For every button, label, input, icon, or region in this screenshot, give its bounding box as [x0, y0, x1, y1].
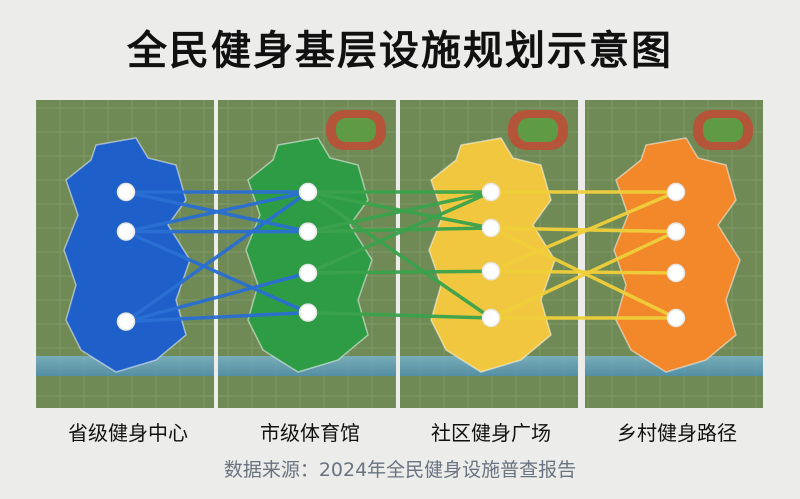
facility-node-2-3 [481, 308, 501, 328]
region-map-2 [428, 137, 556, 373]
panel-label-community: 社区健身广场 [431, 421, 551, 445]
link-line-9 [306, 190, 493, 230]
link-line-10 [306, 190, 493, 320]
link-line-15 [306, 310, 493, 320]
link-line-14 [306, 190, 493, 275]
region-map-0 [63, 137, 191, 373]
panel-label-rural: 乡村健身路径 [617, 421, 737, 445]
facility-nodes [116, 182, 686, 331]
link-line-7 [124, 310, 310, 324]
link-line-5 [124, 190, 310, 324]
link-line-6 [124, 271, 310, 324]
facility-node-0-2 [116, 312, 136, 331]
link-line-21 [489, 229, 678, 320]
facility-node-1-1 [298, 222, 318, 241]
facility-node-3-1 [666, 222, 686, 241]
panel-label-city: 市级体育馆 [260, 421, 360, 445]
facility-node-3-0 [666, 182, 686, 202]
facility-node-2-0 [481, 182, 501, 202]
sports-field-1 [336, 118, 376, 142]
panel-label-provincial: 省级健身中心 [68, 421, 188, 445]
facility-node-3-2 [666, 263, 686, 283]
link-line-19 [489, 190, 678, 273]
region-map-3 [613, 137, 741, 373]
connection-lines [124, 190, 678, 324]
facility-node-1-3 [298, 303, 318, 322]
region-maps [63, 137, 741, 373]
sports-field-2 [518, 118, 558, 142]
sports-field-3 [703, 118, 743, 142]
facility-node-2-2 [481, 261, 501, 281]
facility-node-1-0 [298, 182, 318, 202]
region-map-1 [245, 137, 373, 373]
link-line-4 [124, 229, 310, 315]
link-line-2 [124, 190, 310, 234]
facility-node-2-1 [481, 218, 501, 238]
link-line-11 [306, 226, 493, 234]
source-note: 数据来源：2024年全民健身设施普查报告 [223, 459, 577, 481]
page-title: 全民健身基层设施规划示意图 [127, 28, 673, 74]
link-line-13 [306, 269, 493, 275]
facility-node-3-3 [666, 308, 686, 328]
facility-node-0-0 [116, 182, 136, 202]
facility-node-1-2 [298, 263, 318, 283]
link-line-20 [489, 269, 678, 275]
link-line-12 [306, 190, 493, 234]
facility-node-0-1 [116, 222, 136, 241]
